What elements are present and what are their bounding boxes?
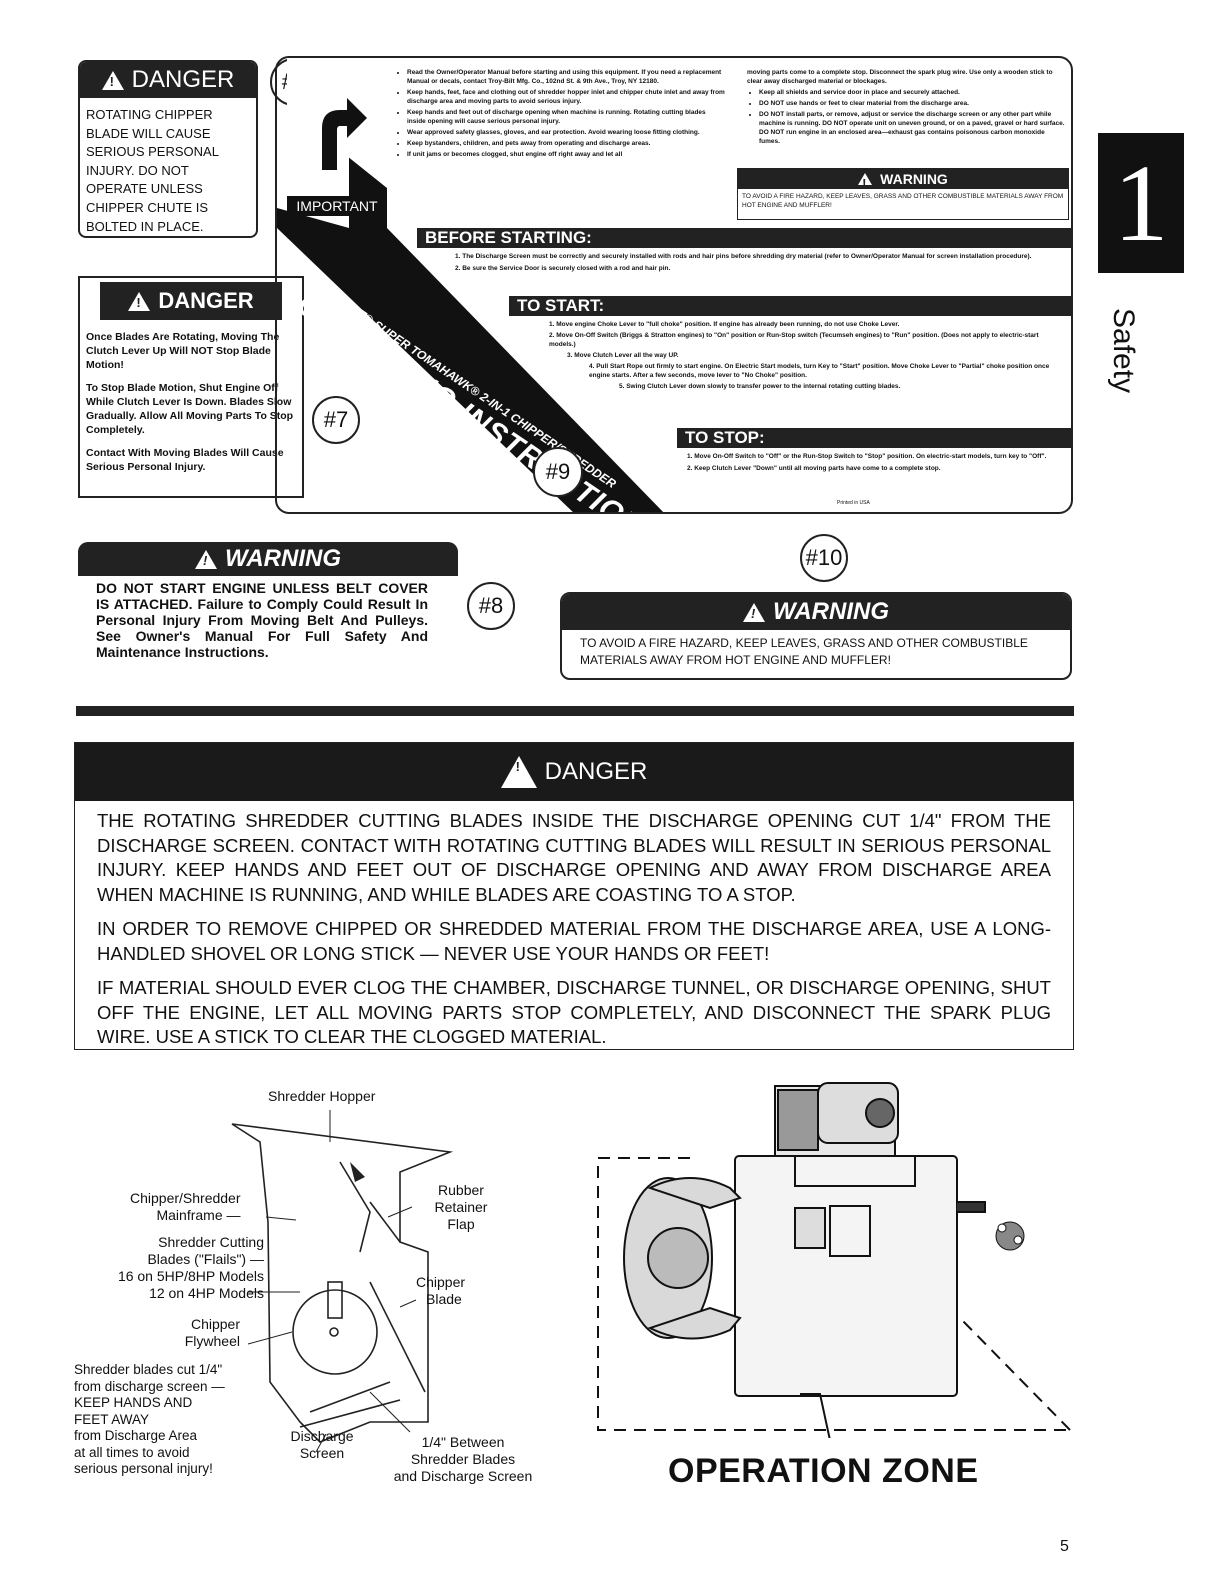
- label-blades: Shredder Cutting Blades ("Flails") — 16 …: [117, 1234, 264, 1301]
- label-chipper-blade: Chipper Blade: [416, 1274, 466, 1307]
- label-quarter-inch: 1/4" Between Shredder Blades and Dischar…: [393, 1434, 533, 1484]
- before-starting-bar: BEFORE STARTING:: [417, 228, 1071, 248]
- operator-figure: [623, 1177, 742, 1340]
- page-number: 5: [1060, 1538, 1069, 1555]
- operation-zone-illustration: [590, 1068, 1080, 1469]
- warning-header: WARNING: [562, 594, 1070, 630]
- important-label: IMPORTANT: [287, 196, 387, 216]
- label-number-7: #7: [312, 396, 360, 444]
- warning-triangle-icon: [500, 756, 537, 788]
- warning-triangle-icon: [858, 173, 873, 191]
- label-mainframe: Chipper/Shredder Mainframe —: [130, 1190, 241, 1223]
- label-discharge-screen: Discharge Screen: [290, 1428, 354, 1461]
- label-7-text: Once Blades Are Rotating, Moving The Clu…: [86, 331, 294, 473]
- warning-header: WARNING: [78, 542, 458, 576]
- warning-triangle-icon: [101, 70, 124, 90]
- chipper-cross-section: [231, 1110, 454, 1453]
- debris-pile-icon: [995, 1221, 1025, 1251]
- important-arrow-icon: [287, 58, 387, 188]
- chipper-diagram: Shredder Hopper Chipper/Shredder Mainfra…: [70, 1082, 550, 1502]
- inner-warning-header: WARNING: [738, 169, 1068, 191]
- label-rubber-flap: Rubber Retainer Flap: [434, 1182, 488, 1232]
- divider-line: [76, 706, 1074, 716]
- to-start-bar: TO START:: [509, 296, 1071, 316]
- label-9-left-bullets: Read the Owner/Operator Manual before st…: [395, 68, 725, 161]
- label-number-8: #8: [467, 582, 515, 630]
- label-6-text: ROTATING CHIPPER BLADE WILL CAUSE SERIOU…: [86, 107, 219, 234]
- operator-machine-drawing: [597, 1082, 1071, 1469]
- important-box: IMPORTANT: [277, 58, 387, 216]
- big-danger-header: DANGER: [75, 743, 1073, 801]
- section-label: Safety: [1107, 308, 1140, 394]
- before-starting-steps: 1. The Discharge Screen must be correctl…: [455, 253, 1032, 272]
- warning-triangle-icon: [743, 602, 765, 622]
- label-9-right-bullets: moving parts come to a complete stop. Di…: [747, 68, 1067, 148]
- big-danger-notice: DANGER THE ROTATING SHREDDER CUTTING BLA…: [74, 742, 1074, 1050]
- label-8-warning: WARNING DO NOT START ENGINE UNLESS BELT …: [78, 542, 458, 664]
- label-9-inner-warning: WARNING TO AVOID A FIRE HAZARD, KEEP LEA…: [737, 168, 1069, 220]
- label-7-danger: DANGER Once Blades Are Rotating, Moving …: [78, 276, 304, 498]
- label-flywheel: Chipper Flywheel: [184, 1316, 240, 1349]
- label-number-10: #10: [800, 534, 848, 582]
- label-9-operating-instructions: IMPORTANT TROY-BILT® SUPER TOMAHAWK® 2-I…: [275, 56, 1073, 514]
- section-tab: 1: [1098, 133, 1184, 273]
- feed-arrow-icon: [350, 1162, 365, 1182]
- label-9-footer: Printed in USA: [837, 500, 870, 506]
- to-stop-bar: TO STOP:: [677, 428, 1071, 448]
- label-6-danger: DANGER ROTATING CHIPPER BLADE WILL CAUSE…: [78, 60, 258, 238]
- to-start-steps: 1. Move engine Choke Lever to "full chok…: [549, 321, 1050, 390]
- warning-triangle-icon: [128, 291, 151, 311]
- warning-triangle-icon: [195, 549, 217, 569]
- label-10-warning: WARNING TO AVOID A FIRE HAZARD, KEEP LEA…: [560, 592, 1072, 680]
- label-hopper: Shredder Hopper: [268, 1088, 376, 1104]
- label-number-9: #9: [533, 447, 583, 497]
- section-number: 1: [1113, 142, 1169, 264]
- operation-zone-title: OPERATION ZONE: [668, 1452, 979, 1490]
- danger-header: DANGER: [100, 282, 282, 320]
- big-danger-text: THE ROTATING SHREDDER CUTTING BLADES INS…: [97, 810, 1051, 1047]
- danger-header: DANGER: [80, 62, 256, 98]
- to-stop-steps: 1. Move On-Off Switch to "Off" or the Ru…: [687, 453, 1047, 472]
- label-safety-note: Shredder blades cut 1/4" from discharge …: [74, 1362, 225, 1476]
